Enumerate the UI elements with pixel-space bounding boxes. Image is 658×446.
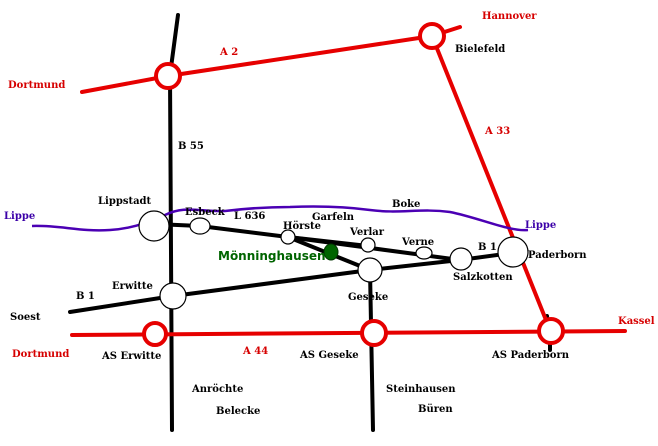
- label-lippe-left: Lippe: [4, 211, 35, 222]
- label-a44: A 44: [242, 346, 268, 357]
- label-erwitte: Erwitte: [112, 281, 153, 292]
- paderborn-town: [497, 236, 529, 268]
- esbeck-town: [189, 217, 211, 235]
- hoerste-town: [280, 229, 296, 245]
- l636-road-east: [198, 224, 290, 239]
- label-soest: Soest: [10, 312, 41, 323]
- label-salzkotten: Salzkotten: [453, 272, 513, 283]
- geseke-south-road: [368, 268, 375, 432]
- a2-motorway-east: [166, 34, 434, 78]
- label-hoerste: Hörste: [283, 221, 321, 232]
- a33-motorway: [430, 34, 552, 332]
- label-as-paderborn: AS Paderborn: [491, 350, 570, 361]
- erwitte-geseke-road: [171, 268, 372, 298]
- label-b1-right: B 1: [478, 242, 497, 253]
- junction-as-erwitte: [142, 321, 168, 347]
- geseke-salzkotten-road: [368, 258, 462, 272]
- label-anroechte: Anröchte: [191, 384, 243, 395]
- label-bielefeld: Bielefeld: [455, 44, 505, 55]
- label-l636: L 636: [234, 211, 265, 222]
- verne-town: [415, 246, 433, 260]
- label-as-erwitte: AS Erwitte: [101, 351, 161, 362]
- label-a33: A 33: [484, 126, 510, 137]
- b1-road-west: [68, 294, 175, 314]
- lippe-river: [31, 205, 529, 232]
- label-dortmund-top: Dortmund: [8, 80, 65, 91]
- label-b1-left: B 1: [76, 291, 95, 302]
- lippstadt-town: [138, 210, 170, 242]
- label-verne: Verne: [401, 237, 434, 248]
- label-belecke: Belecke: [216, 406, 260, 417]
- label-dortmund-bottom: Dortmund: [12, 349, 69, 360]
- b55-road-south: [168, 73, 174, 432]
- a2-junction-b55: [154, 62, 182, 90]
- label-a2: A 2: [219, 47, 238, 58]
- label-esbeck: Esbeck: [185, 207, 226, 218]
- a2-motorway-west: [80, 74, 170, 94]
- junction-as-paderborn: [537, 317, 565, 345]
- label-as-geseke: AS Geseke: [299, 350, 359, 361]
- label-verlar: Verlar: [349, 227, 385, 238]
- salzkotten-town: [449, 247, 473, 271]
- label-moenninghausen: Mönninghausen: [218, 249, 326, 263]
- moenninghausen-marker: [323, 243, 339, 261]
- erwitte-town: [159, 282, 187, 310]
- verlar-town: [360, 237, 376, 253]
- label-boke: Boke: [392, 199, 420, 210]
- label-lippe-right: Lippe: [525, 220, 556, 231]
- label-garfeln: Garfeln: [312, 212, 355, 223]
- label-b55: B 55: [178, 141, 204, 152]
- label-hannover: Hannover: [482, 11, 537, 22]
- geseke-town: [357, 257, 383, 283]
- label-paderborn: Paderborn: [528, 250, 587, 261]
- a2-junction-bielefeld: [418, 22, 446, 50]
- label-lippstadt: Lippstadt: [98, 196, 152, 207]
- label-kassel: Kassel: [618, 316, 655, 327]
- junction-as-geseke: [360, 319, 388, 347]
- label-bueren: Büren: [418, 404, 453, 415]
- label-geseke: Geseke: [348, 292, 388, 303]
- label-steinhausen: Steinhausen: [386, 384, 456, 395]
